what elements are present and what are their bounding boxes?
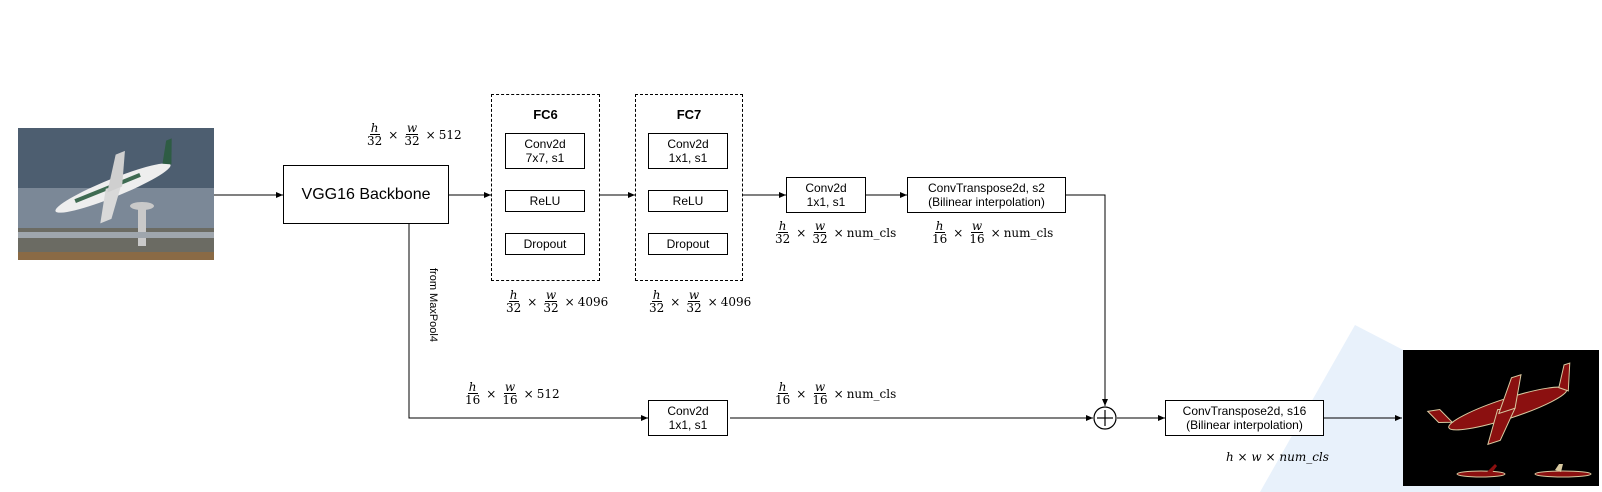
fc6-relu-box: ReLU (505, 190, 585, 212)
fc7-group (635, 94, 743, 281)
dim-final-out: h × w × num_cls (1226, 450, 1329, 464)
segmentation-mask-output (1403, 350, 1599, 486)
arrow-up2-to-sum (1066, 194, 1108, 406)
input-image (18, 128, 214, 260)
vgg16-backbone-box: VGG16 Backbone (283, 165, 449, 224)
convtranspose-s2-note: (Bilinear interpolation) (928, 195, 1045, 209)
fc6-dropout-label: Dropout (523, 237, 567, 251)
fc6-group (491, 94, 600, 281)
convtranspose-s2-label: ConvTranspose2d, s2 (928, 181, 1045, 195)
airplane-photo (55, 138, 172, 224)
fc7-dropout-box: Dropout (648, 233, 728, 255)
convtranspose-s2-box: ConvTranspose2d, s2 (Bilinear interpolat… (907, 177, 1066, 213)
fc7-conv-label: Conv2d (667, 137, 709, 151)
score-conv-label: Conv2d (805, 181, 847, 195)
fc7-relu-box: ReLU (648, 190, 728, 212)
small-plane-2 (1534, 464, 1592, 478)
from-maxpool4-label: from MaxPool4 (427, 268, 439, 342)
score-conv-box: Conv2d 1x1, s1 (786, 177, 866, 213)
fc7-dropout-label: Dropout (666, 237, 710, 251)
fc6-title: FC6 (533, 107, 558, 122)
fc7-title: FC7 (676, 107, 702, 122)
fc6-conv-label: Conv2d (524, 137, 566, 151)
convtranspose-s16-note: (Bilinear interpolation) (1186, 418, 1303, 432)
score-conv-params: 1x1, s1 (806, 195, 846, 209)
convtranspose-s16-box: ConvTranspose2d, s16 (Bilinear interpola… (1165, 400, 1324, 436)
arrow-skip-to-conv (408, 224, 648, 421)
convtranspose-s16-label: ConvTranspose2d, s16 (1182, 404, 1307, 418)
small-plane-1 (1456, 464, 1506, 478)
vgg16-backbone-label: VGG16 Backbone (301, 185, 431, 203)
fc7-conv-box: Conv2d 1x1, s1 (648, 133, 728, 169)
fc6-dropout-box: Dropout (505, 233, 585, 255)
skip-conv-label: Conv2d (667, 404, 709, 418)
fc6-conv-box: Conv2d 7x7, s1 (505, 133, 585, 169)
fc6-relu-label: ReLU (529, 194, 561, 208)
skip-conv-params: 1x1, s1 (668, 418, 708, 432)
skip-conv-box: Conv2d 1x1, s1 (648, 400, 728, 436)
fc7-relu-label: ReLU (672, 194, 704, 208)
fc6-conv-params: 7x7, s1 (525, 151, 565, 165)
fc7-conv-params: 1x1, s1 (668, 151, 708, 165)
